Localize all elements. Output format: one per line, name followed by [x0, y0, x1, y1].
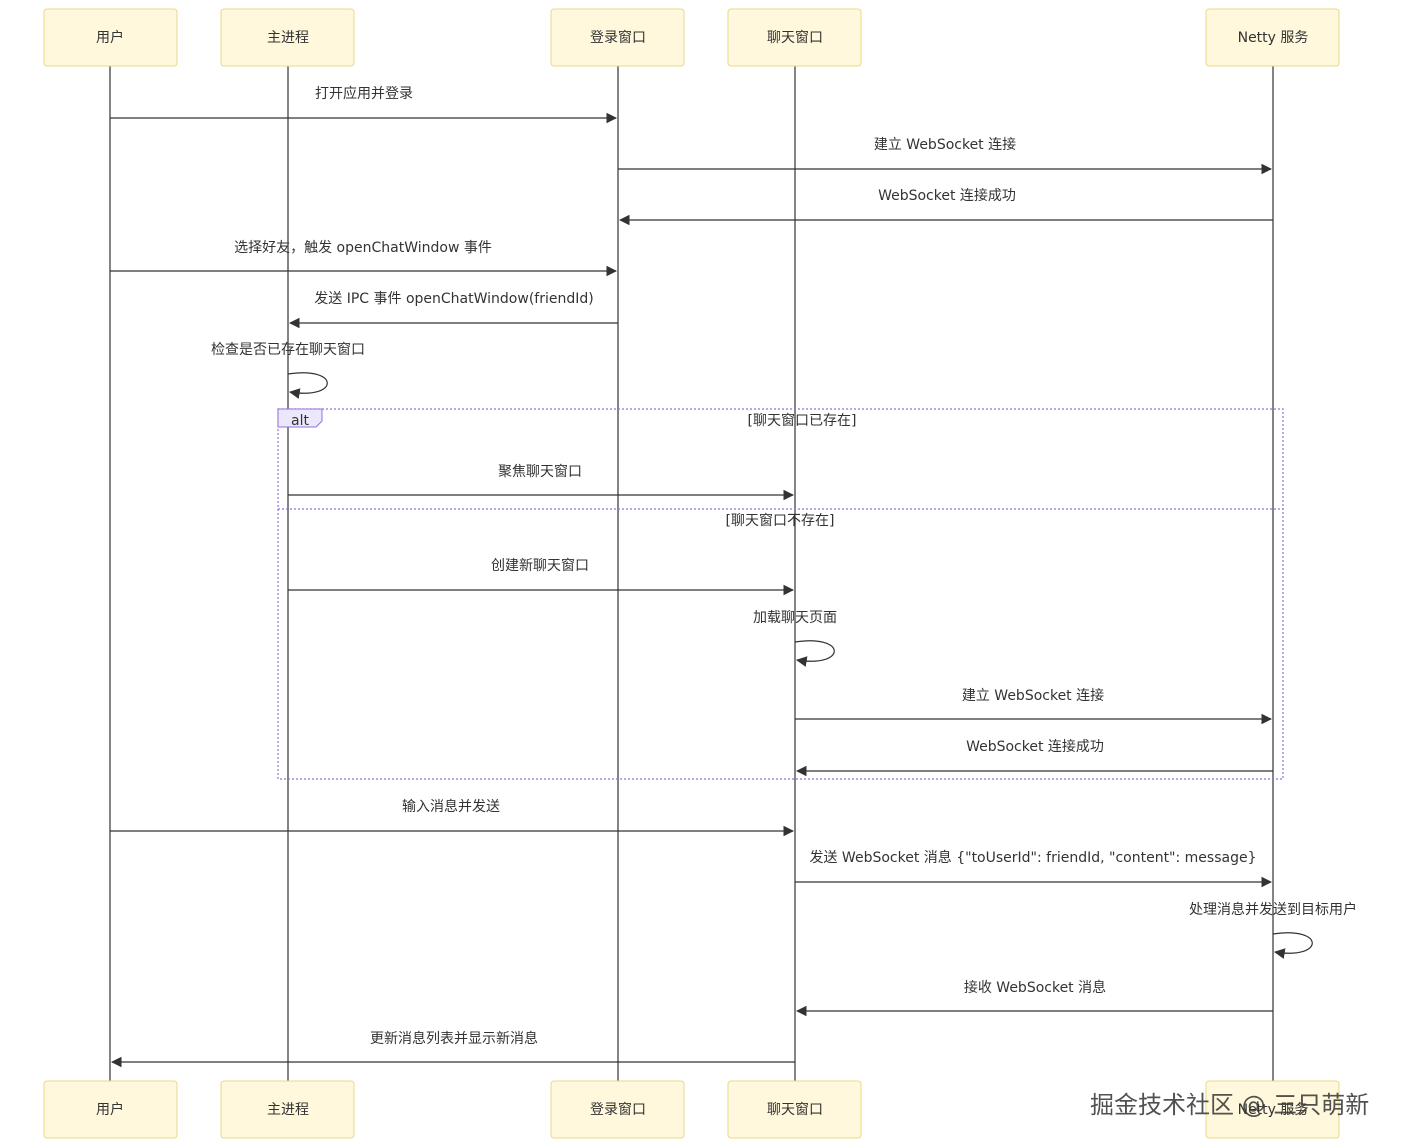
message-3-label: WebSocket 连接成功 [878, 187, 1016, 204]
message-4-label: 选择好友，触发 openChatWindow 事件 [234, 240, 492, 256]
actor-netty-bottom-label: Netty 服务 [1238, 1102, 1309, 1118]
message-12: 输入消息并发送 [110, 798, 795, 837]
message-8: 创建新聊天窗口 [288, 557, 795, 596]
message-6-self-arrow [287, 372, 328, 399]
actor-user-bottom-label: 用户 [96, 1101, 124, 1118]
actor-chat-top: 聊天窗口 [727, 8, 862, 67]
message-4: 选择好友，触发 openChatWindow 事件 [110, 240, 618, 277]
message-13-label: 发送 WebSocket 消息 {"toUserId": friendId, "… [809, 849, 1256, 866]
message-1-label: 打开应用并登录 [315, 85, 413, 102]
actor-chat-top-label: 聊天窗口 [767, 29, 823, 46]
message-2-label: 建立 WebSocket 连接 [874, 136, 1016, 153]
message-11: WebSocket 连接成功 [795, 738, 1273, 777]
actor-user-top: 用户 [43, 8, 178, 67]
message-12-label: 输入消息并发送 [402, 798, 500, 815]
message-9-label: 加载聊天页面 [753, 610, 837, 626]
message-7-label: 聚焦聊天窗口 [498, 463, 582, 480]
actor-login-bottom: 登录窗口 [550, 1080, 685, 1139]
message-6: 检查是否已存在聊天窗口 [211, 341, 365, 399]
actor-user-bottom: 用户 [43, 1080, 178, 1139]
message-14: 处理消息并发送到目标用户 [1189, 901, 1357, 959]
actor-login-bottom-label: 登录窗口 [590, 1101, 646, 1118]
alt-frame: alt [聊天窗口已存在] [聊天窗口不存在] [277, 408, 1284, 780]
messages: 打开应用并登录 建立 WebSocket 连接 WebSocket 连接成功 选… [110, 85, 1357, 1068]
actor-main-top: 主进程 [220, 8, 355, 67]
message-5: 发送 IPC 事件 openChatWindow(friendId) [288, 291, 618, 329]
actor-main-bottom: 主进程 [220, 1080, 355, 1139]
message-10: 建立 WebSocket 连接 [795, 687, 1273, 725]
alt-condition-1: [聊天窗口已存在] [748, 412, 857, 429]
message-9-self-arrow [794, 640, 835, 667]
actor-user-top-label: 用户 [96, 29, 124, 46]
message-6-label: 检查是否已存在聊天窗口 [211, 341, 365, 358]
message-9: 加载聊天页面 [753, 610, 837, 667]
actor-chat-bottom-label: 聊天窗口 [767, 1101, 823, 1118]
message-3: WebSocket 连接成功 [618, 187, 1273, 226]
message-7: 聚焦聊天窗口 [288, 463, 795, 501]
actors-top: 用户 主进程 登录窗口 聊天窗口 Netty 服务 [43, 8, 1340, 67]
message-15-label: 接收 WebSocket 消息 [964, 979, 1106, 996]
message-1: 打开应用并登录 [110, 85, 618, 124]
message-14-label: 处理消息并发送到目标用户 [1189, 901, 1357, 918]
message-2: 建立 WebSocket 连接 [618, 136, 1273, 175]
actor-login-top-label: 登录窗口 [590, 29, 646, 46]
alt-frame-label: alt [291, 413, 309, 429]
message-16: 更新消息列表并显示新消息 [110, 1030, 795, 1068]
message-16-label: 更新消息列表并显示新消息 [370, 1030, 538, 1047]
message-13: 发送 WebSocket 消息 {"toUserId": friendId, "… [795, 849, 1273, 888]
message-14-self-arrow [1272, 932, 1313, 959]
watermark-text: 掘金技术社区 @ 三只萌新 [1090, 1091, 1369, 1119]
message-8-label: 创建新聊天窗口 [491, 557, 589, 574]
actor-chat-bottom: 聊天窗口 [727, 1080, 862, 1139]
actor-netty-bottom: Netty 服务 [1205, 1080, 1340, 1139]
actor-main-top-label: 主进程 [267, 30, 309, 46]
actors-bottom: 用户 主进程 登录窗口 聊天窗口 Netty 服务 [43, 1080, 1340, 1139]
message-11-label: WebSocket 连接成功 [966, 738, 1104, 755]
alt-frame-border [277, 408, 1284, 780]
alt-frame-tab [277, 408, 323, 428]
message-15: 接收 WebSocket 消息 [795, 979, 1273, 1017]
message-5-label: 发送 IPC 事件 openChatWindow(friendId) [314, 291, 593, 307]
lifelines [109, 66, 1274, 1081]
actor-main-bottom-label: 主进程 [267, 1102, 309, 1118]
actor-netty-top-label: Netty 服务 [1238, 30, 1309, 46]
message-10-label: 建立 WebSocket 连接 [962, 687, 1104, 704]
actor-login-top: 登录窗口 [550, 8, 685, 67]
alt-condition-2: [聊天窗口不存在] [726, 512, 835, 529]
actor-netty-top: Netty 服务 [1205, 8, 1340, 67]
